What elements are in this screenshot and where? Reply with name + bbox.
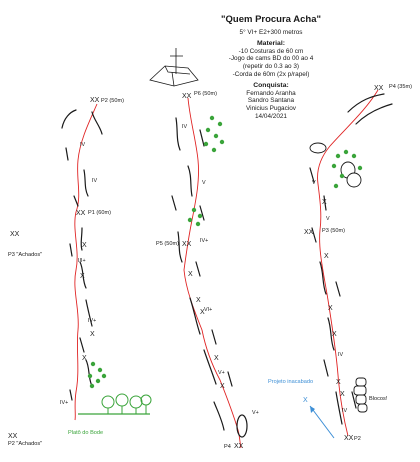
anchor-p3-achados: P3 "Achados" — [8, 252, 42, 258]
anchor-marker: XX — [90, 97, 100, 104]
bolt-marker: X — [340, 391, 345, 398]
anchor-marker: XX — [10, 231, 20, 238]
anchor-p2-top: P2 (50m) — [101, 98, 124, 104]
grade-label: V+ — [252, 410, 259, 416]
vegetation-icon — [87, 361, 107, 389]
anchor-p4-top: P4 (35m) — [389, 84, 412, 90]
material-heading: Material: — [257, 39, 285, 47]
bolt-marker: X — [324, 253, 329, 260]
anchor-marker: XX — [76, 210, 86, 217]
material-line: (repetir do 0.3 ao 3) — [242, 63, 300, 71]
bolt-marker: X — [332, 331, 337, 338]
anchor-p5: P5 (50m) — [156, 241, 179, 247]
bolt-marker: X — [196, 297, 201, 304]
conquista-line: Fernando Aranha — [246, 89, 296, 97]
anchor-marker: XX — [304, 229, 314, 236]
anchor-marker: XX — [182, 93, 192, 100]
bolt-marker: X — [336, 379, 341, 386]
conquista-line: Sandro Santana — [247, 97, 295, 105]
anchor-p1: P1 (60m) — [88, 210, 111, 216]
plato-label: Platô do Bode — [68, 430, 103, 436]
bolt-marker: X — [303, 397, 308, 404]
bolt-marker: X — [220, 383, 225, 390]
blocks-icon — [353, 377, 368, 413]
projeto-label: Projeto inacabado — [268, 379, 313, 385]
anchor-p4-bottom: P4 — [224, 444, 231, 450]
anchor-marker: XX — [8, 433, 18, 440]
bolt-marker: X — [80, 273, 85, 280]
grade-label: IV+ — [88, 318, 96, 324]
material-line: -Corda de 60m (2x p/rapel) — [232, 70, 310, 78]
grade-label: IV — [182, 124, 187, 130]
bolt-marker: X — [82, 355, 87, 362]
anchor-marker: XX — [374, 85, 384, 92]
grade-label: V — [326, 216, 330, 222]
conquista-heading: Conquista: — [253, 81, 289, 89]
bolt-marker: X — [82, 242, 87, 249]
anchor-p2-right: P2 — [354, 436, 361, 442]
grade-label: IV+ — [200, 238, 208, 244]
conquista-date: 14/04/2021 — [255, 112, 287, 120]
summit-book-icon — [149, 48, 199, 87]
projeto-arrow — [309, 405, 335, 439]
material-line: -Jogo de cams BD do 00 ao 4 — [228, 55, 314, 63]
grade-label: IV — [92, 178, 97, 184]
vegetation-icon — [331, 149, 363, 189]
middle-route: XX P6 (50m) XX P5 (50m) IV V IV+ VI+ V+ … — [156, 91, 259, 450]
boulder-icon — [309, 142, 362, 188]
route-line-right — [317, 89, 379, 437]
anchor-p3-right: P3 (50m) — [322, 228, 345, 234]
bolt-marker: X — [214, 355, 219, 362]
grade-label: V — [312, 180, 316, 186]
material-line: -10 Costuras de 60 cm — [238, 47, 304, 55]
anchor-p6: P6 (50m) — [194, 91, 217, 97]
route-info: "Quem Procura Acha" 5° VI+ E2+300 metros… — [196, 14, 346, 120]
left-route: XX P2 (50m) XX P1 (60m) IV IV III+ IV+ I… — [8, 97, 152, 447]
bolt-marker: X — [322, 199, 327, 206]
grade-label: IV — [80, 142, 85, 148]
grade-label: IV — [342, 408, 347, 414]
grade-label: VI+ — [204, 307, 212, 313]
bolt-marker: X — [328, 305, 333, 312]
blocos-label: Blocos! — [369, 396, 388, 402]
bolt-marker: X — [90, 331, 95, 338]
route-title: "Quem Procura Acha" — [221, 14, 321, 25]
route-grade: 5° VI+ E2+300 metros — [239, 29, 303, 36]
grade-label: V — [202, 180, 206, 186]
route-line-left — [74, 103, 98, 421]
anchor-marker: XX — [234, 443, 244, 450]
right-route: XX P4 (35m) XX P3 (50m) XX P2 V V IV IV … — [268, 84, 412, 442]
anchor-p2-achados: P2 "Achados" — [8, 441, 42, 447]
grade-label: V+ — [218, 370, 225, 376]
grade-label: IV — [338, 352, 343, 358]
anchor-marker: XX — [344, 435, 354, 442]
conquista-line: Vinicius Pugaciov — [246, 104, 296, 112]
bolt-marker: X — [188, 271, 193, 278]
tree-icon — [101, 393, 152, 414]
grade-label: IV+ — [60, 400, 68, 406]
bolt-marker: X — [200, 309, 205, 316]
anchor-marker: XX — [182, 241, 192, 248]
vegetation-icon — [187, 115, 225, 227]
grade-label: III+ — [78, 258, 86, 264]
